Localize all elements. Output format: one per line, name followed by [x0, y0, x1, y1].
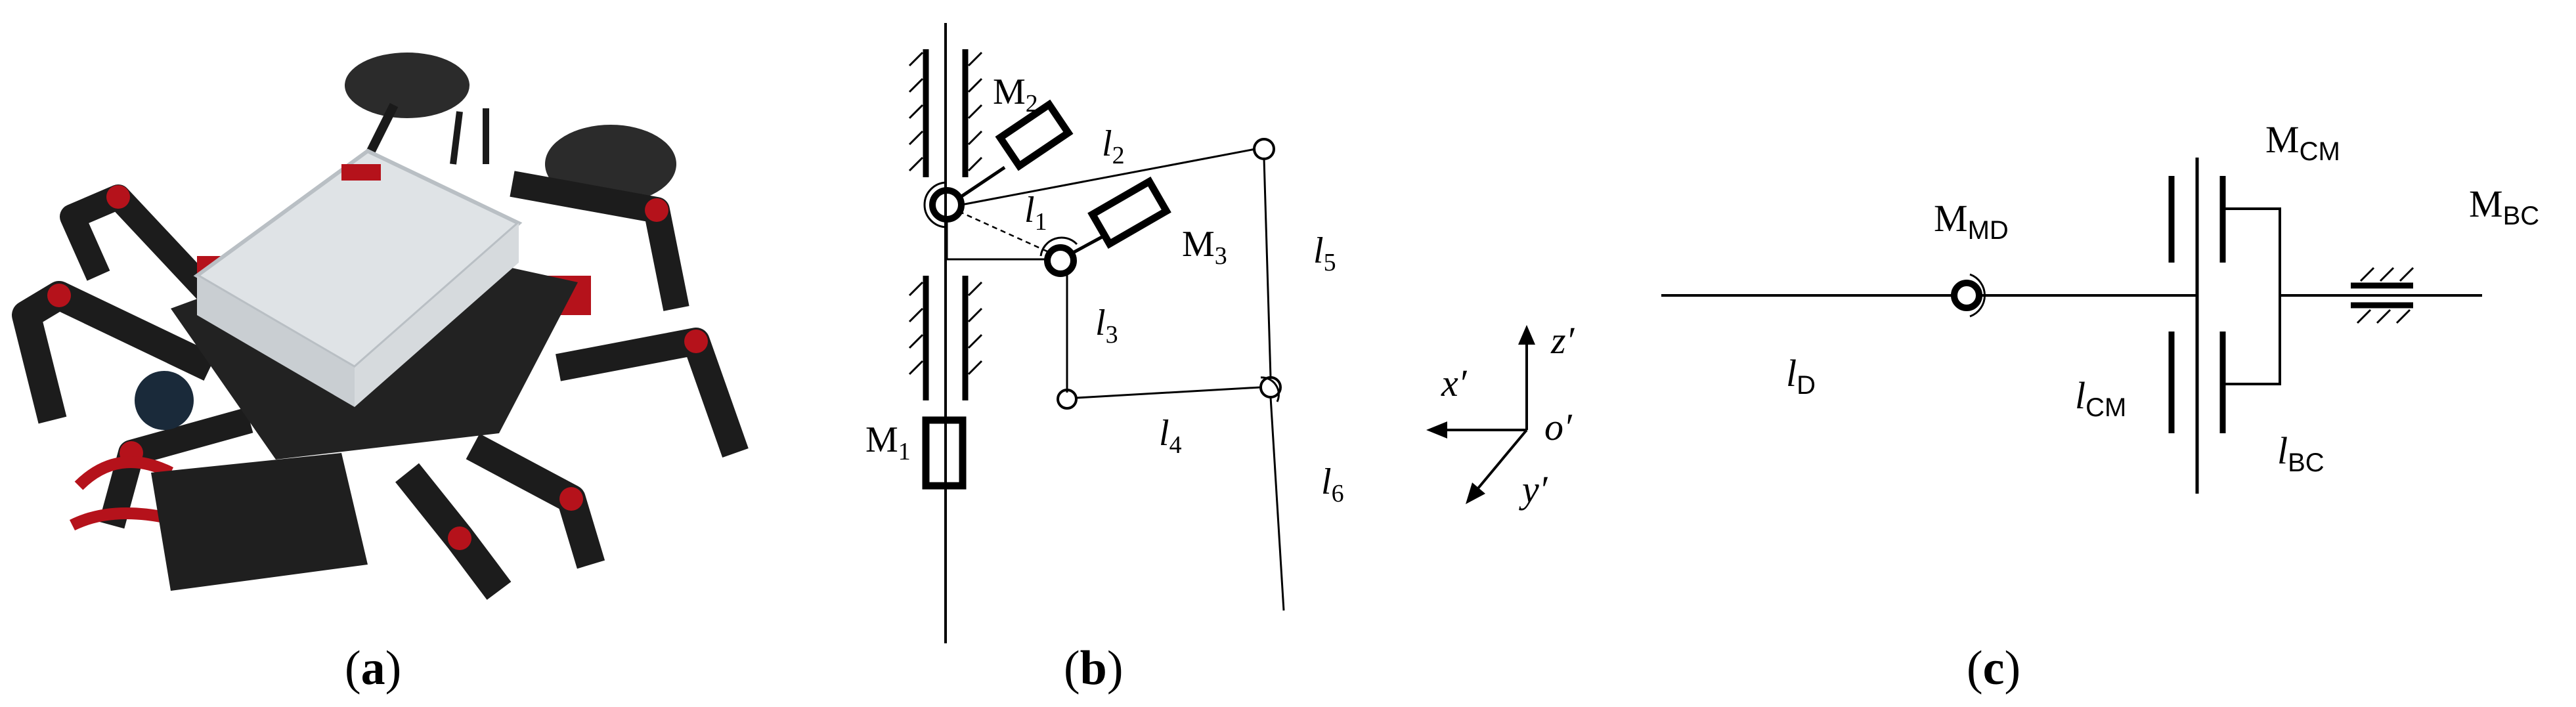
- label-mcm: MCM: [2265, 118, 2340, 166]
- axis-x-arrowhead: [1426, 421, 1447, 439]
- label-axis-z: z′: [1550, 319, 1575, 362]
- panel-c-joint-diagram: [1661, 158, 2482, 494]
- robot-antenna: [450, 111, 463, 165]
- link-l1-dashed: [958, 210, 1048, 253]
- robot-leg: [60, 184, 226, 311]
- caption-panel-b: (b): [1064, 641, 1123, 695]
- robot-joint: [559, 487, 583, 511]
- motor-m2-symbol: [995, 99, 1074, 171]
- robot-leg: [12, 281, 217, 424]
- joint-lower-left: [1057, 389, 1078, 410]
- label-mmd: MMD: [1934, 197, 2009, 245]
- robot-paddle-left: [345, 53, 469, 118]
- cm-bracket: [2223, 207, 2281, 385]
- motor-m1-symbol: [922, 416, 967, 490]
- axis-y-line: [1476, 429, 1528, 490]
- robot-leg: [556, 328, 749, 458]
- axis-y-arrowhead: [1466, 482, 1485, 504]
- coordinate-frame: [1426, 325, 1535, 504]
- robot-joint: [47, 284, 71, 307]
- robot-antenna: [363, 102, 399, 160]
- label-l1: l1: [1024, 190, 1047, 236]
- label-l6: l6: [1321, 461, 1344, 507]
- label-l5: l5: [1313, 230, 1336, 276]
- m3-shaft: [1070, 234, 1104, 255]
- label-m1: M1: [865, 419, 911, 465]
- panel-c-labels: MMD MCM MBC lD lCM lBC: [1786, 118, 2539, 477]
- robot-connector: [341, 164, 381, 181]
- label-l4: l4: [1159, 413, 1182, 459]
- link-l2: [961, 148, 1256, 206]
- label-axis-x: x′: [1441, 362, 1468, 404]
- robot-gripper: [74, 456, 174, 490]
- label-axis-o: o′: [1544, 406, 1573, 448]
- panel-b-labels: M1 M2 M3 l1 l2 l3 l4 l5 l6 x′ y′ z′ o′: [865, 72, 1575, 511]
- robot-joint: [645, 198, 668, 222]
- robot-joint: [684, 330, 708, 353]
- robot-cover-side: [355, 223, 519, 407]
- axis-z-arrowhead: [1518, 325, 1535, 345]
- motor-m3-symbol: [1087, 176, 1171, 249]
- label-lcm: lCM: [2075, 374, 2126, 422]
- knee-joint-bearing: [1039, 236, 1078, 257]
- hip-joint-bearing: [923, 181, 948, 228]
- label-l3: l3: [1095, 303, 1118, 349]
- panel-a-robot-photo: [12, 53, 749, 600]
- link-l6: [1269, 396, 1285, 611]
- robot-cover-side: [197, 276, 355, 407]
- robot-gripper: [69, 507, 172, 531]
- caption-panel-a: (a): [345, 641, 401, 695]
- knee-joint: [1044, 244, 1077, 277]
- bc-hatch: [2356, 267, 2414, 324]
- caption-panel-c: (c): [1967, 641, 2020, 695]
- joint-top-right: [1253, 138, 1275, 160]
- label-m2: M2: [993, 72, 1038, 118]
- robot-front-arm: [151, 453, 368, 591]
- label-lbc: lBC: [2277, 429, 2325, 477]
- label-ld: lD: [1786, 352, 1816, 400]
- lower-guide-hatch: [908, 281, 983, 375]
- m2-shaft: [957, 165, 1006, 200]
- label-l2: l2: [1102, 123, 1125, 169]
- label-mbc: MBC: [2469, 182, 2539, 230]
- joint-md: [1951, 280, 1982, 311]
- link-l5: [1263, 158, 1272, 378]
- label-axis-y: y′: [1519, 468, 1548, 511]
- upper-guide-hatch: [908, 51, 983, 172]
- joint-lower-right-bearing: [1260, 376, 1280, 402]
- label-m3: M3: [1182, 224, 1227, 270]
- robot-joint: [106, 185, 130, 209]
- robot-camera: [135, 371, 194, 430]
- robot-joint: [448, 526, 471, 550]
- link-l4: [1076, 386, 1261, 399]
- panel-b-kinematic-diagram: [908, 23, 1535, 643]
